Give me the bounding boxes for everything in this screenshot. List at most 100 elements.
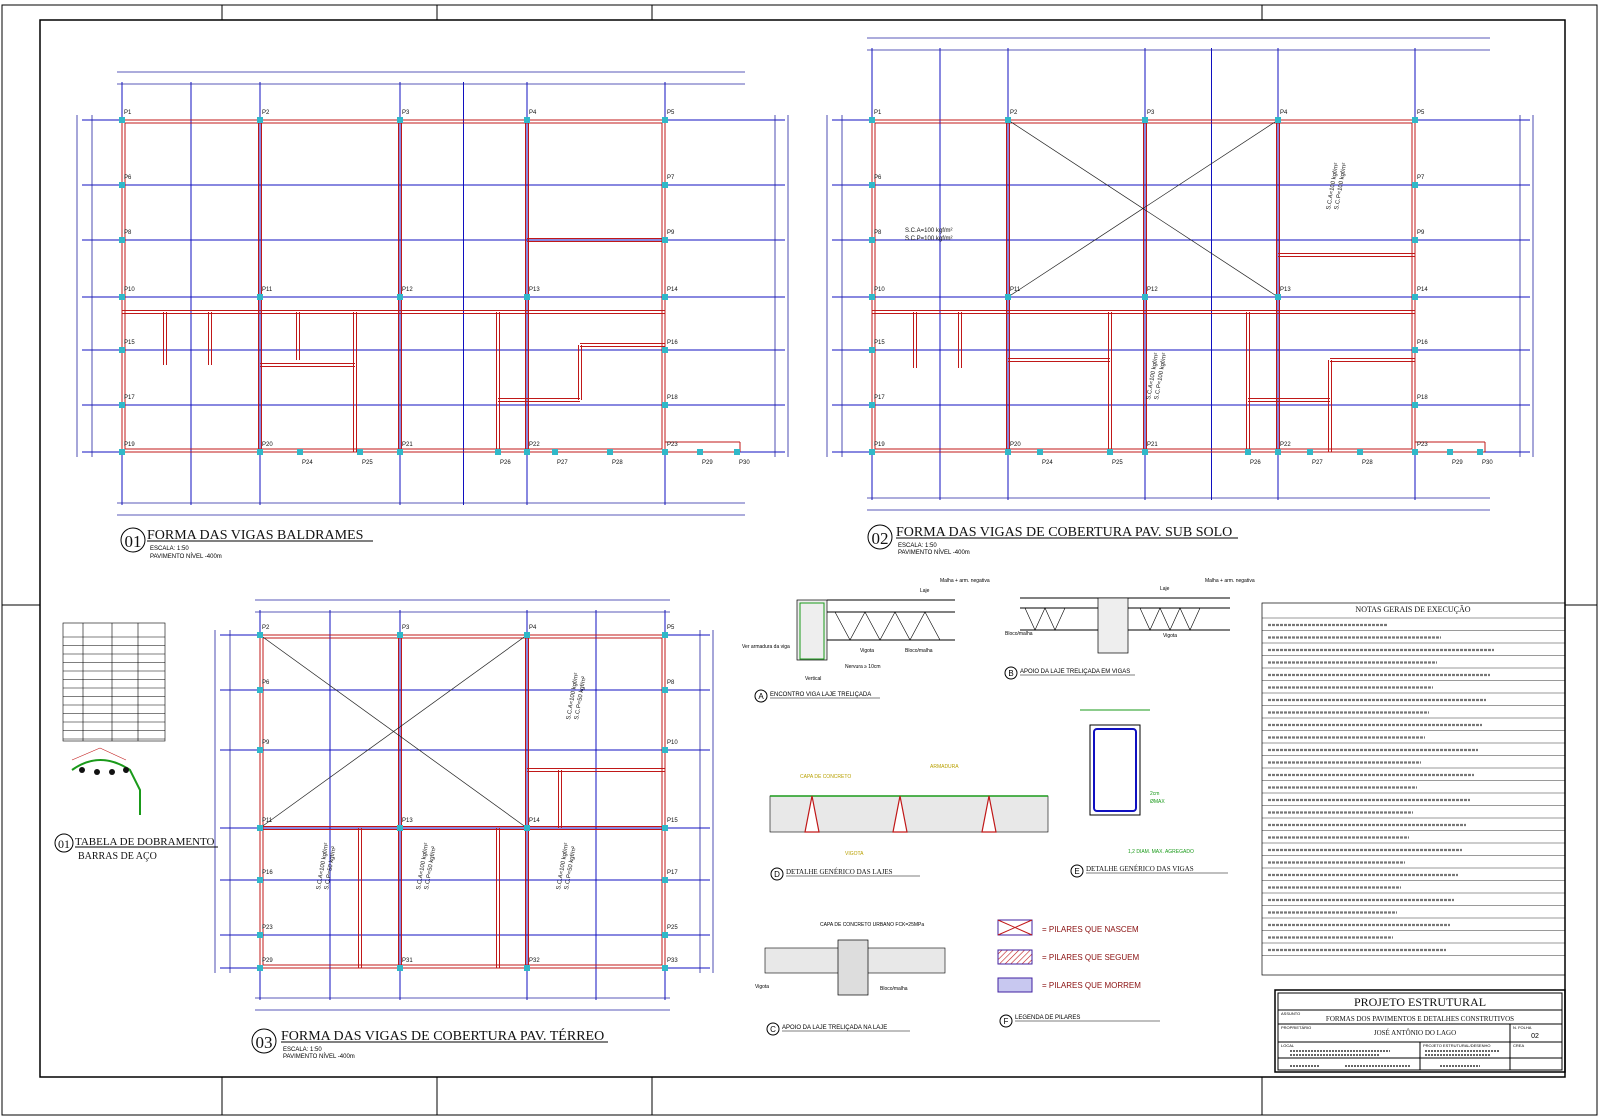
pillar [662, 237, 668, 243]
pillar-label: P15 [667, 818, 678, 824]
pillar-label: P17 [124, 395, 135, 401]
pillar-label: P3 [1147, 110, 1155, 116]
pillar [1275, 294, 1281, 300]
pillar-label: P21 [402, 442, 413, 448]
pillar [524, 117, 530, 123]
pillar [869, 402, 875, 408]
pillar [257, 449, 263, 455]
detail-letter: D [774, 870, 780, 879]
pillar [1412, 182, 1418, 188]
dimension-lines [76, 71, 789, 516]
plan-scale: ESCALA: 1:50 [150, 546, 189, 552]
beam-outline [259, 634, 666, 969]
void-diagonal [259, 634, 528, 829]
pillar-label: P8 [124, 230, 132, 236]
pillar [524, 294, 530, 300]
pillar [1275, 449, 1281, 455]
detail-b: Laje Malha + arm. negativa Bloco/malha V… [1004, 578, 1255, 680]
detail-letter: E [1074, 867, 1079, 876]
detail-label: 2cm [1150, 791, 1159, 797]
pillar-label: P20 [1010, 442, 1021, 448]
plan-title-01: 01 FORMA DAS VIGAS BALDRAMES ESCALA: 1:5… [120, 527, 373, 560]
pillar [257, 877, 263, 883]
pillar [397, 449, 403, 455]
detail-label: Vertical [805, 676, 821, 682]
pillar-label: P16 [667, 340, 678, 346]
pillar [734, 449, 740, 455]
pillar-label: P2 [262, 625, 270, 631]
detail-d: CAPA DE CONCRETO ARMADURA VIGOTA D DETAL… [769, 764, 1049, 881]
field-label: PROPRIETÁRIO [1281, 1025, 1311, 1030]
pillar-label: P33 [667, 958, 678, 964]
pillar [1037, 449, 1043, 455]
pillar [119, 347, 125, 353]
pillar-label: P29 [702, 460, 713, 466]
pillar-label: P31 [402, 958, 413, 964]
plan-scale: ESCALA: 1:50 [283, 1047, 322, 1053]
slab-load-label: S.C.A=100 kgf/m² [905, 228, 953, 234]
field-label: PROJETO ESTRUTURAL/DESENHO [1423, 1043, 1491, 1048]
pillar-legend: = PILARES QUE NASCEM = PILARES QUE SEGUE… [997, 919, 1160, 1028]
void-cross [259, 634, 528, 829]
pillar [1357, 449, 1363, 455]
detail-label: ARMADURA [930, 764, 959, 770]
pillar-label: P6 [874, 175, 882, 181]
pillar [1477, 449, 1483, 455]
field-label: N. FOLHA [1513, 1025, 1532, 1030]
detail-title: APOIO DA LAJE TRELIÇADA NA LAJE [782, 1025, 887, 1031]
pillar [1412, 237, 1418, 243]
pillar [1245, 449, 1251, 455]
pillar-label: P30 [1482, 460, 1493, 466]
pillar [1412, 294, 1418, 300]
dimension-lines [826, 37, 1534, 511]
pillar [1307, 449, 1313, 455]
pillar-label: P15 [874, 340, 885, 346]
pillar [697, 449, 703, 455]
detail-label: Vigota [860, 648, 874, 654]
pillar-label: P9 [262, 740, 270, 746]
pillar-label: P17 [667, 870, 678, 876]
legend-item-seguem: = PILARES QUE SEGUEM [997, 949, 1139, 965]
dimension-lines [214, 599, 714, 1011]
detail-label: Nervura ≥ 10cm [845, 664, 881, 670]
pillar-label: P8 [667, 680, 675, 686]
pillar-label: P14 [667, 287, 678, 293]
pillar [869, 182, 875, 188]
pillar [257, 932, 263, 938]
pillar [524, 632, 530, 638]
pillar [1447, 449, 1453, 455]
field-label: CREA [1513, 1043, 1524, 1048]
pillar-label: P22 [1280, 442, 1291, 448]
pillar [1142, 449, 1148, 455]
pillar [662, 347, 668, 353]
pillar [1005, 449, 1011, 455]
notes-title: NOTAS GERAIS DE EXECUÇÃO [1355, 604, 1470, 614]
pillar-label: P16 [1417, 340, 1428, 346]
pillar [662, 632, 668, 638]
plan-title-03: 03 FORMA DAS VIGAS DE COBERTURA PAV. TÉR… [251, 1027, 608, 1060]
detail-label: 1,2 DIAM. MAX. AGREGADO [1128, 849, 1194, 855]
pillar-label: P29 [262, 958, 273, 964]
pillar-label: P14 [529, 818, 540, 824]
detail-label: CAPA DE CONCRETO URBANO FCK=25MPa [820, 922, 924, 928]
pillar-label: P17 [874, 395, 885, 401]
pillar [257, 632, 263, 638]
pillar [119, 237, 125, 243]
pillar-label: P12 [1147, 287, 1158, 293]
pillar-label: P25 [1112, 460, 1123, 466]
pillar [662, 449, 668, 455]
plan-title: FORMA DAS VIGAS BALDRAMES [147, 528, 363, 543]
legend-item-nascem: = PILARES QUE NASCEM [997, 919, 1139, 936]
pillar [397, 117, 403, 123]
pillar [257, 687, 263, 693]
pillar [524, 965, 530, 971]
pillar [257, 747, 263, 753]
detail-title: LEGENDA DE PILARES [1015, 1015, 1080, 1021]
detail-label: VIGOTA [845, 851, 864, 857]
pillar-label: P1 [874, 110, 882, 116]
detail-letter: F [1004, 1017, 1009, 1026]
pillar [397, 632, 403, 638]
